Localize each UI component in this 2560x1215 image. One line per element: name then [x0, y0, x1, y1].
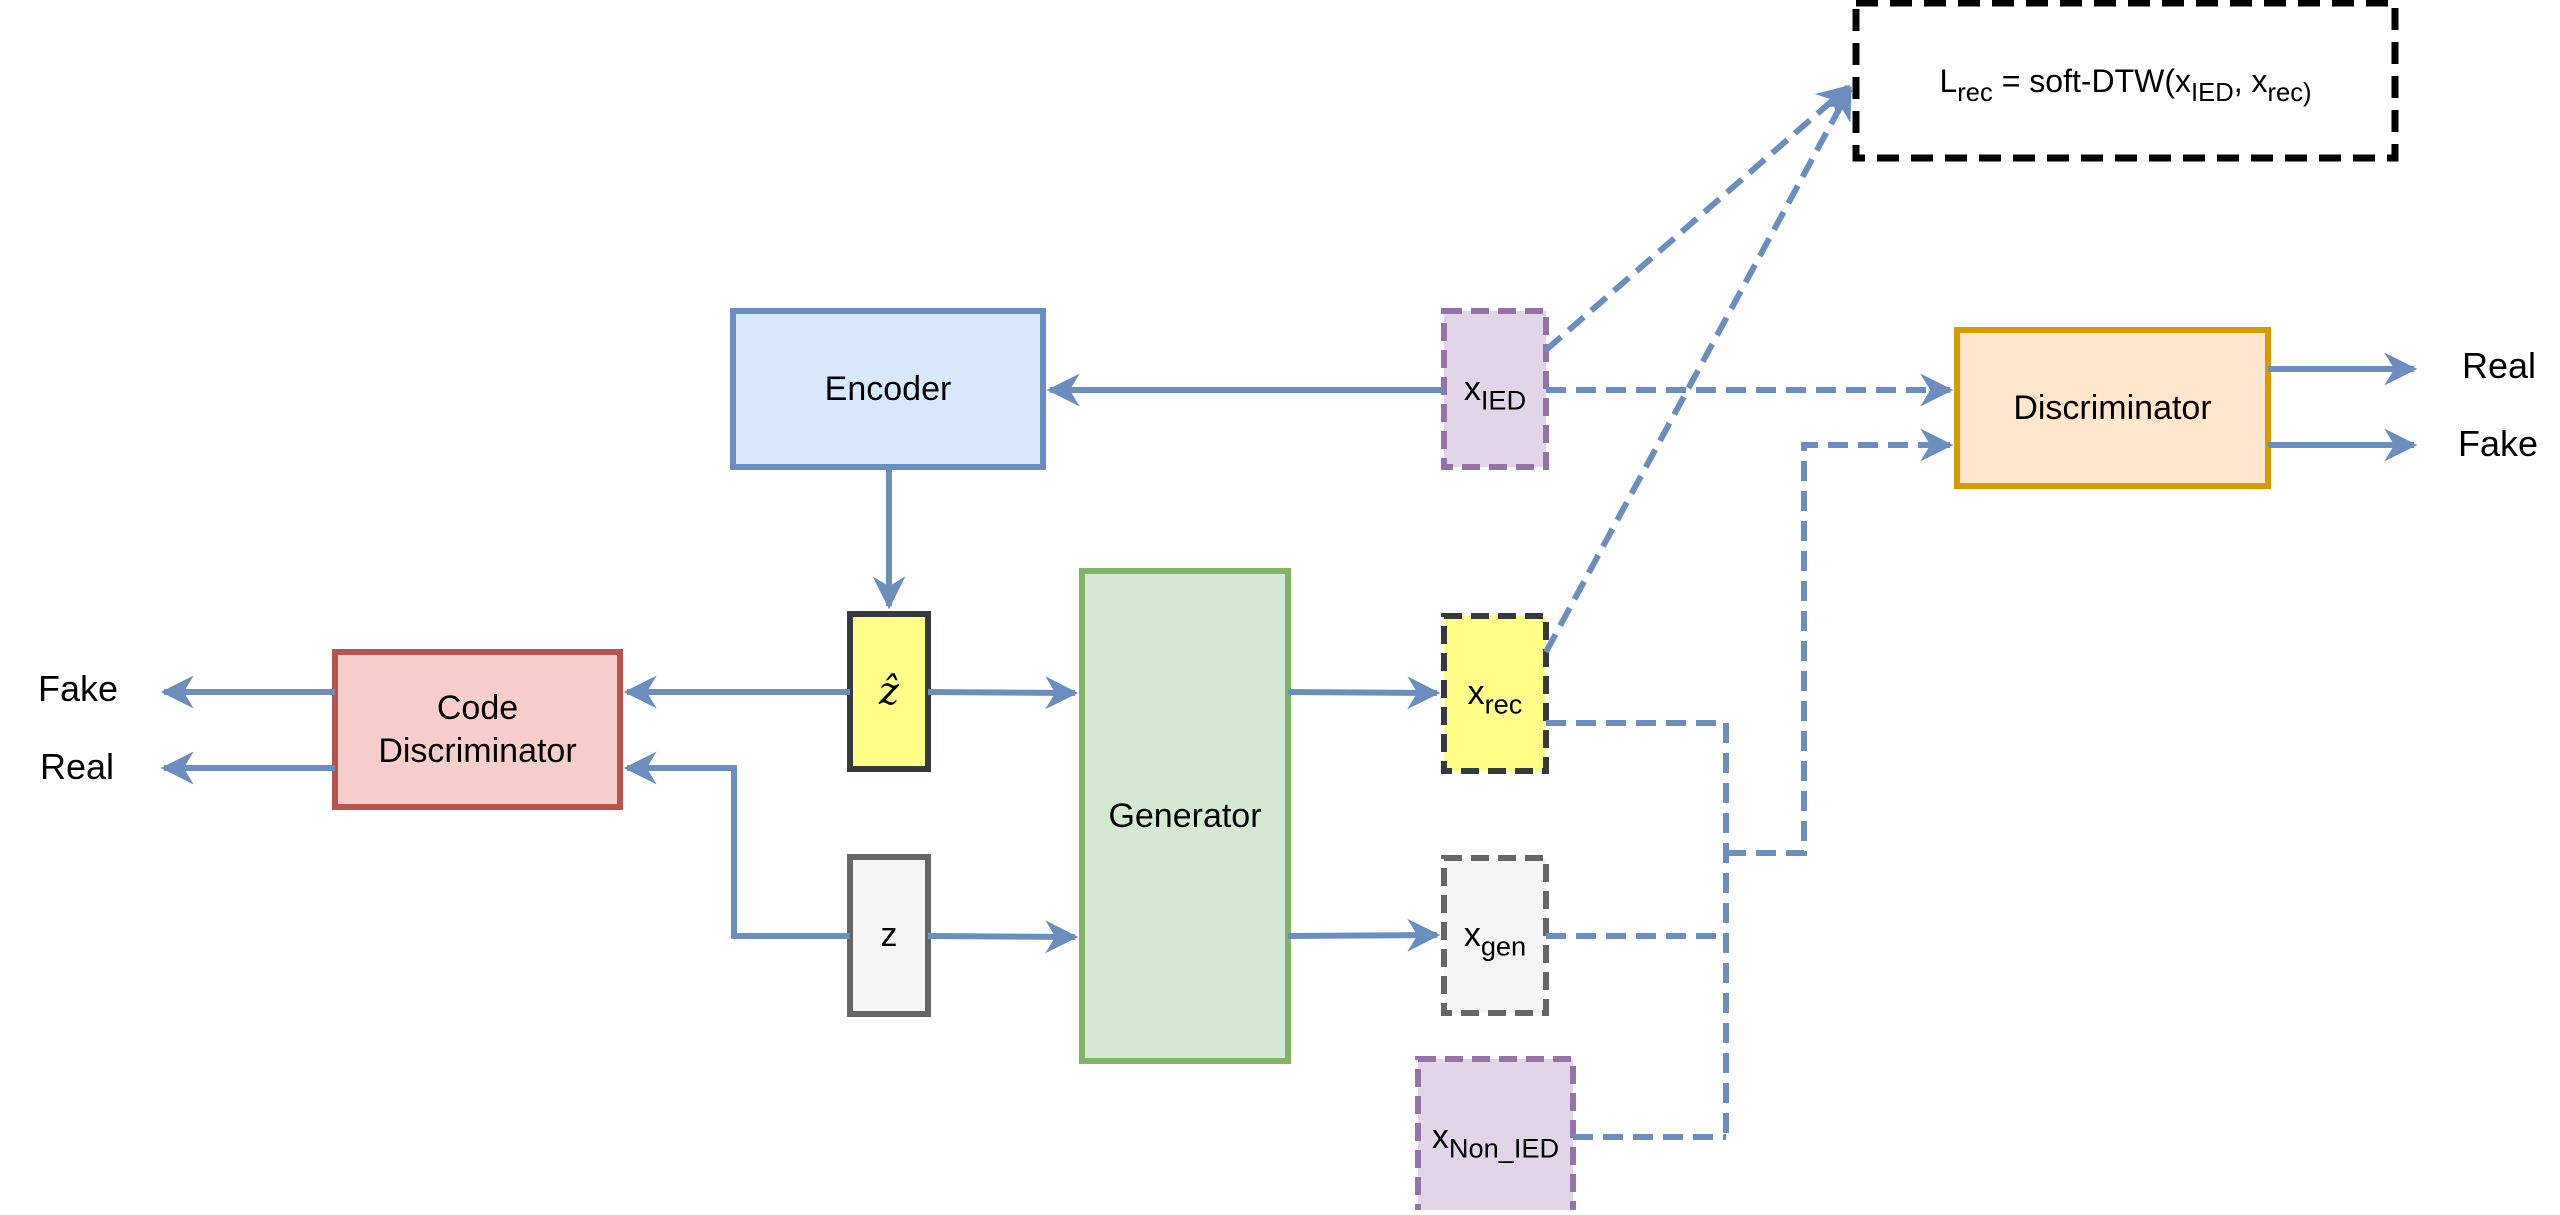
x-rec-label: xrec	[1444, 616, 1546, 771]
x-rec-to-merge-line	[1546, 720, 1729, 1137]
loss-box	[1852, 0, 2399, 162]
x-gen-sub: gen	[1480, 930, 1527, 962]
x-gen-label: xgen	[1444, 858, 1546, 1013]
z-hat-to-generator-arrow	[927, 676, 1079, 710]
code-discriminator-fake-output: Fake	[38, 668, 119, 709]
z-hat-text: ẑ	[878, 668, 900, 713]
z-hat-label: ẑ	[850, 614, 928, 769]
code-discriminator-label: Code Discriminator	[335, 652, 620, 807]
merge-to-discriminator-arrow	[1726, 428, 1954, 856]
loss-x2-sub: rec)	[2267, 78, 2312, 107]
z-label: z	[850, 857, 928, 1014]
x-non-ied-box	[1415, 1056, 1576, 1210]
loss-x1-sub: IED	[2191, 78, 2234, 107]
loss-formula: Lrec = soft-DTW(xIED, xrec)	[1856, 3, 2395, 158]
discriminator-box	[1954, 327, 2271, 489]
z-text: z	[880, 916, 898, 955]
x-ied-label: xIED	[1444, 311, 1546, 467]
x-rec-base: x	[1467, 674, 1485, 713]
x-ied-base: x	[1463, 369, 1481, 408]
generator-to-x-rec-arrow	[1287, 676, 1441, 710]
z-to-code-discriminator-arrow	[623, 751, 850, 939]
generator-box	[1079, 568, 1291, 1064]
discriminator-fake-output: Fake	[2458, 423, 2539, 464]
x-non-ied-label: xNon_IED	[1418, 1059, 1573, 1215]
x-gen-box	[1441, 855, 1549, 1016]
loss-comma: , x	[2233, 62, 2268, 99]
generator-text: Generator	[1108, 796, 1262, 835]
generator-to-x-gen-arrow	[1287, 918, 1441, 952]
x-non-ied-sub: Non_IED	[1448, 1132, 1560, 1164]
code-discriminator-box	[332, 649, 623, 810]
z-hat-box	[847, 611, 931, 772]
discriminator-label: Discriminator	[1957, 330, 2268, 486]
loss-l: L	[1939, 62, 1958, 99]
x-ied-to-loss-arrow	[1544, 84, 1851, 353]
discriminator-real-output: Real	[2462, 345, 2537, 386]
encoder-text: Encoder	[824, 369, 952, 408]
loss-l-sub: rec	[1957, 78, 1993, 107]
code-discriminator-real-output: Real	[40, 746, 115, 787]
x-non-ied-base: x	[1431, 1117, 1449, 1156]
x-rec-to-loss-arrow	[1543, 86, 1853, 654]
x-gen-base: x	[1463, 916, 1481, 955]
x-rec-box	[1441, 613, 1549, 774]
code-discriminator-line1: Code	[436, 689, 519, 727]
x-rec-sub: rec	[1484, 688, 1523, 720]
z-to-generator-arrow	[927, 920, 1079, 954]
code-discriminator-line2: Discriminator	[378, 731, 577, 770]
encoder-box	[730, 308, 1046, 470]
x-ied-sub: IED	[1480, 384, 1527, 416]
loss-middle: = soft-DTW(x	[1992, 62, 2192, 99]
encoder-label: Encoder	[733, 311, 1043, 467]
generator-label: Generator	[1082, 571, 1288, 1061]
discriminator-text: Discriminator	[2013, 388, 2212, 427]
